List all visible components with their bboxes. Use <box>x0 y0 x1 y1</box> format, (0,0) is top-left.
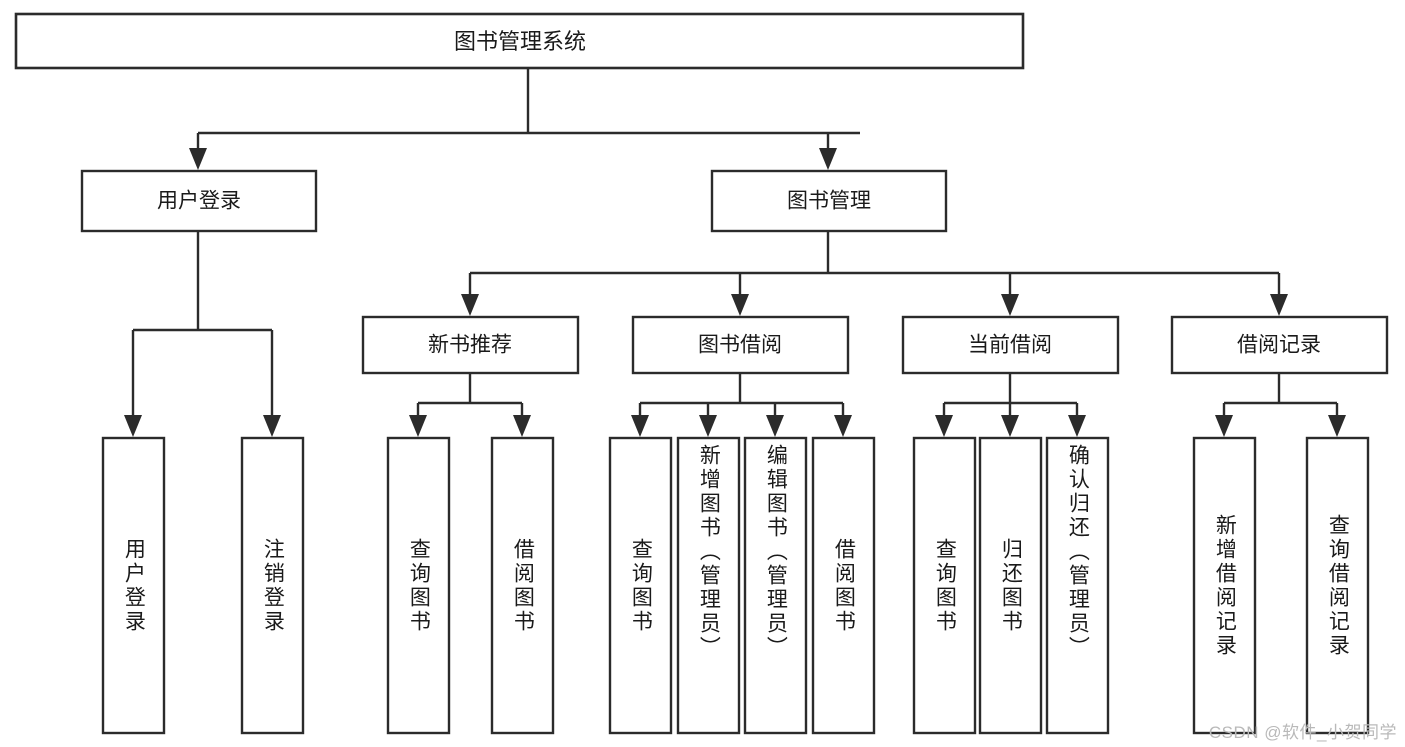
node-current-borrow-label: 当前借阅 <box>968 334 1052 357</box>
node-book-management[interactable]: 图书管理 <box>710 169 948 233</box>
leaf-box-user-login[interactable] <box>101 436 166 735</box>
node-current-borrow[interactable]: 当前借阅 <box>901 315 1120 375</box>
arrow-head-leaf-user-login <box>124 415 142 437</box>
leaf-box-return-book[interactable] <box>978 436 1043 735</box>
arrow-head-currentborrow-leaf-2 <box>1001 415 1019 437</box>
node-book-borrow[interactable]: 图书借阅 <box>631 315 850 375</box>
node-new-book-recommend[interactable]: 新书推荐 <box>361 315 580 375</box>
arrow-head-new-book <box>461 294 479 316</box>
node-borrow-record-box[interactable] <box>1170 315 1389 375</box>
arrow-head-bookborrow-leaf-4 <box>834 415 852 437</box>
arrow-head-newbook-leaf-2 <box>513 415 531 437</box>
node-root-box[interactable] <box>14 12 1025 70</box>
leaf-box-logout[interactable] <box>240 436 305 735</box>
node-borrow-record-label: 借阅记录 <box>1237 334 1321 357</box>
node-new-book-recommend-box[interactable] <box>361 315 580 375</box>
arrow-head-book-mgmt <box>819 148 837 170</box>
leaf-box-borrow-book[interactable] <box>811 436 876 735</box>
leaf-box-add-borrow-record[interactable] <box>1192 436 1257 735</box>
leaf-box-query-borrow-record[interactable] <box>1305 436 1370 735</box>
arrow-head-currentborrow-leaf-3 <box>1068 415 1086 437</box>
arrow-head-bookborrow-leaf-2 <box>699 415 717 437</box>
arrow-head-borrow-record <box>1270 294 1288 316</box>
arrow-head-user-login <box>189 148 207 170</box>
arrow-head-current-borrow <box>1001 294 1019 316</box>
arrow-head-currentborrow-leaf-1 <box>935 415 953 437</box>
node-root[interactable]: 图书管理系统 <box>14 12 1025 70</box>
arrow-head-leaf-logout <box>263 415 281 437</box>
csdn-watermark: CSDN @软件_小贺同学 <box>1208 723 1397 742</box>
node-book-borrow-box[interactable] <box>631 315 850 375</box>
leaf-box-query-book-current[interactable] <box>912 436 977 735</box>
arrow-head-newbook-leaf-1 <box>409 415 427 437</box>
leaf-box-query-book-newbook[interactable] <box>386 436 451 735</box>
arrow-head-borrowrecord-leaf-2 <box>1328 415 1346 437</box>
node-book-management-box[interactable] <box>710 169 948 233</box>
leaf-box-borrow-book-newbook[interactable] <box>490 436 555 735</box>
leaf-boxes-layer <box>101 436 1370 735</box>
arrow-head-bookborrow-leaf-3 <box>766 415 784 437</box>
node-borrow-record[interactable]: 借阅记录 <box>1170 315 1389 375</box>
connectors-layer <box>124 68 1346 437</box>
node-root-label: 图书管理系统 <box>454 29 586 54</box>
node-book-borrow-label: 图书借阅 <box>698 334 782 357</box>
arrow-head-borrowrecord-leaf-1 <box>1215 415 1233 437</box>
leaf-box-add-book-admin[interactable] <box>676 436 741 735</box>
node-user-login[interactable]: 用户登录 <box>80 169 318 233</box>
node-user-login-box[interactable] <box>80 169 318 233</box>
leaf-box-query-book-borrow[interactable] <box>608 436 673 735</box>
node-book-management-label: 图书管理 <box>787 190 871 213</box>
arrow-head-bookborrow-leaf-1 <box>631 415 649 437</box>
node-current-borrow-box[interactable] <box>901 315 1120 375</box>
leaf-box-confirm-return-admin[interactable] <box>1045 436 1110 735</box>
node-user-login-label: 用户登录 <box>157 190 241 213</box>
leaf-box-edit-book-admin[interactable] <box>743 436 808 735</box>
arrow-head-book-borrow <box>731 294 749 316</box>
node-new-book-recommend-label: 新书推荐 <box>428 334 512 357</box>
